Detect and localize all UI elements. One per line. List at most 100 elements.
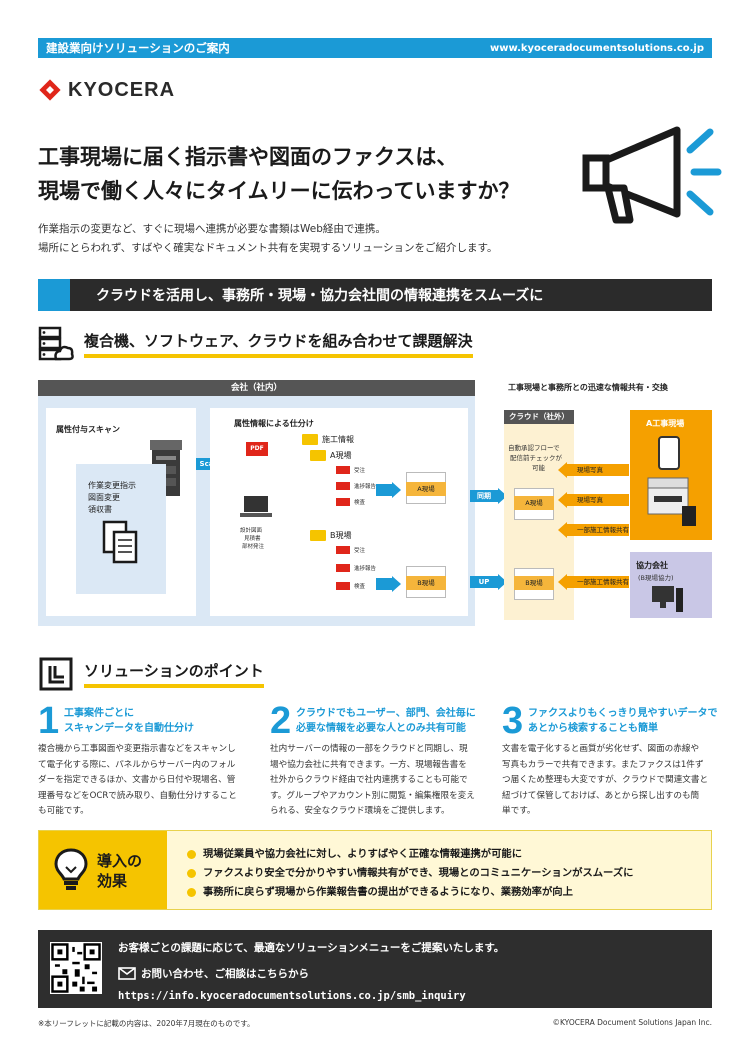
point-title-line2: 必要な情報を必要な人とのみ共有可能	[296, 723, 466, 734]
cloud-header: クラウド（社外）	[504, 410, 574, 424]
printer-icon	[647, 477, 696, 526]
mail-icon	[118, 967, 136, 980]
folder-a-item-2: 進捗報告	[354, 484, 377, 490]
point-body: 文書を電子化すると画質が劣化せず、図面の赤線や 写真もカラーで共有できます。また…	[502, 742, 714, 820]
cloud-site-b-tag: B現場	[514, 576, 554, 590]
effect-item-text: 現場従業員や協力会社に対し、よりすばやく正確な情報連携が可能に	[203, 848, 522, 860]
bullet-dot	[187, 888, 196, 897]
flow-photo-2: 現場写真	[567, 494, 629, 506]
cloud-note-1: 自動承認フローで	[508, 444, 560, 452]
pc-doc-1: 設計図面	[240, 528, 263, 534]
pdf-icon	[336, 546, 350, 554]
folder-a-item-1: 受注	[354, 468, 366, 474]
pdf-icon	[336, 466, 350, 474]
top-bar-url[interactable]: www.kyoceradocumentsolutions.co.jp	[490, 42, 704, 54]
folder-b-label: B現場	[330, 531, 352, 540]
effect-box: 導入の 効果 現場従業員や協力会社に対し、よりすばやく正確な情報連携が可能に フ…	[38, 830, 712, 910]
pdf-icon	[336, 564, 350, 572]
folder-root-icon	[302, 434, 318, 445]
top-bar: 建設業向けソリューションのご案内 www.kyoceradocumentsolu…	[38, 38, 712, 58]
partner-box	[630, 552, 712, 618]
flow-4-head	[558, 574, 567, 590]
point-body: 社内サーバーの情報の一部をクラウドと同期し、現 場や協力会社に共有できます。一方…	[270, 742, 482, 820]
cloud-site-a-tag: A現場	[514, 496, 554, 510]
point-body-line: も可能です。	[38, 806, 89, 816]
point-body-line: す。グループやアカウント別に閲覧・編集権限を変え	[270, 790, 475, 801]
point-body-line: て電子化する際に、パネルからサーバー内のフォル	[38, 759, 236, 770]
folder-b-item-1: 受注	[354, 548, 366, 554]
up-arrow-head	[498, 574, 507, 590]
contact-url-link[interactable]: https://info.kyoceradocumentsolutions.co…	[118, 990, 466, 1002]
flow-photo-1: 現場写真	[567, 464, 629, 476]
section2-header: ソリューションのポイント	[38, 656, 264, 692]
kyocera-logo: KYOCERA	[38, 78, 175, 102]
lightbulb-icon	[54, 848, 88, 890]
point-body-line: 文書を電子化すると画質が劣化せず、図面の赤線や	[502, 744, 700, 754]
folder-b-item-2: 進捗報告	[354, 566, 377, 572]
point-title-line2: あとから検索することも簡単	[528, 723, 658, 734]
site-a-header: A工事現場	[646, 419, 685, 428]
point-body-line: つ届くため整理も大変ですが、クラウドで関連文書と	[502, 775, 709, 785]
scan-doc-3: 領収書	[88, 505, 112, 514]
band-text: クラウドを活用し、事務所・現場・協力会社間の情報連携をスムーズに	[96, 288, 544, 304]
flow-share-1: 一部施工情報共有	[567, 524, 629, 536]
point-body-line: られる、安全なクラウド環境をご提供します。	[270, 806, 450, 816]
point-body-line: 単です。	[502, 806, 536, 816]
effect-item: 事務所に戻らず現場から作業報告書の提出ができるようになり、業務効率が向上	[187, 883, 633, 902]
pdf-icon	[336, 582, 350, 590]
pc-doc-3: 部材発注	[242, 544, 265, 550]
point-title-line2: スキャンデータを自動仕分け	[64, 723, 194, 734]
folder-b-item-3: 検査	[354, 584, 366, 590]
qr-code-icon[interactable]	[50, 942, 102, 994]
point-body-line: 複合機から工事図面や変更指示書などをスキャンし	[38, 744, 236, 754]
bullet-dot	[187, 850, 196, 859]
contact-line2: お問い合わせ、ご相談はこちらから	[118, 966, 309, 981]
folder-a-item-3: 検査	[354, 500, 366, 506]
sort-arrow-b-head	[392, 576, 401, 592]
flow-3-head	[558, 522, 567, 538]
point-number: 3	[502, 700, 524, 742]
kyocera-logo-text: KYOCERA	[68, 78, 176, 101]
partner-sub: (B現場協力)	[638, 574, 674, 582]
desktop-pc-icon	[652, 586, 683, 612]
bullet-dot	[187, 869, 196, 878]
lead-text: 作業指示の変更など、すぐに現場へ連携が必要な書類はWeb経由で連携。 場所にとら…	[38, 220, 598, 258]
documents-icon	[102, 520, 138, 564]
point-title: ファクスよりもくっきり見やすいデータで あとから検索することも簡単	[528, 706, 718, 736]
flow-2-head	[558, 492, 567, 508]
pdf-badge: PDF	[246, 442, 268, 456]
footer-note: ※本リーフレットに記載の内容は、2020年7月現在のものです。	[38, 1019, 255, 1028]
up-arrow: UP	[470, 576, 498, 588]
folder-a-icon	[310, 450, 326, 461]
scan-doc-1: 作業変更指示	[88, 481, 136, 490]
scan-doc-2: 図面変更	[88, 493, 120, 502]
folder-b-icon	[310, 530, 326, 541]
effect-list: 現場従業員や協力会社に対し、よりすばやく正確な情報連携が可能に ファクスより安全…	[187, 845, 633, 902]
footer-copyright: ©KYOCERA Document Solutions Japan Inc.	[552, 1018, 712, 1027]
point-body-line: 理番号などをOCRで読み取り、自動仕分けすること	[38, 790, 237, 801]
band-accent	[38, 279, 70, 311]
sync-arrow: 同期	[470, 490, 498, 502]
megaphone-icon	[582, 126, 722, 224]
sort-title: 属性情報による仕分け	[234, 419, 314, 428]
sort-panel: 属性情報による仕分け PDF 設計図面 見積書 部材発注 施工情報 A現場 受注…	[210, 408, 468, 616]
section1-header: 複合機、ソフトウェア、クラウドを組み合わせて課題解決	[38, 326, 473, 362]
flow-1-head	[558, 462, 567, 478]
headline-line1: 工事現場に届く指示書や図面のファクスは、	[38, 145, 458, 169]
headline-line2: 現場で働く人々にタイムリーに伝わっていますか？	[38, 179, 520, 203]
right-header: 工事現場と事務所との迅速な情報共有・交換	[508, 383, 668, 392]
sync-arrow-head	[498, 488, 507, 504]
site-a-box	[630, 410, 712, 540]
point-body-line: 場や協力会社に共有できます。一方、現場報告書を	[270, 759, 467, 770]
partner-header: 協力会社	[636, 561, 668, 570]
section1-title: 複合機、ソフトウェア、クラウドを組み合わせて課題解決	[84, 330, 473, 358]
point-title-line1: クラウドでもユーザー、部門、会社毎に	[296, 708, 476, 719]
effect-title: 導入の 効果	[97, 851, 142, 891]
effect-title-line2: 効果	[97, 872, 128, 890]
folder-a-label: A現場	[330, 451, 352, 460]
effect-item-text: ファクスより安全で分かりやすい情報共有ができ、現場とのコミュニケーションがスムー…	[203, 867, 634, 879]
cloud-note-3: 可能	[532, 464, 545, 472]
smartphone-icon	[658, 436, 680, 470]
site-b-tag: B現場	[406, 576, 446, 590]
site-a-tag: A現場	[406, 482, 446, 496]
